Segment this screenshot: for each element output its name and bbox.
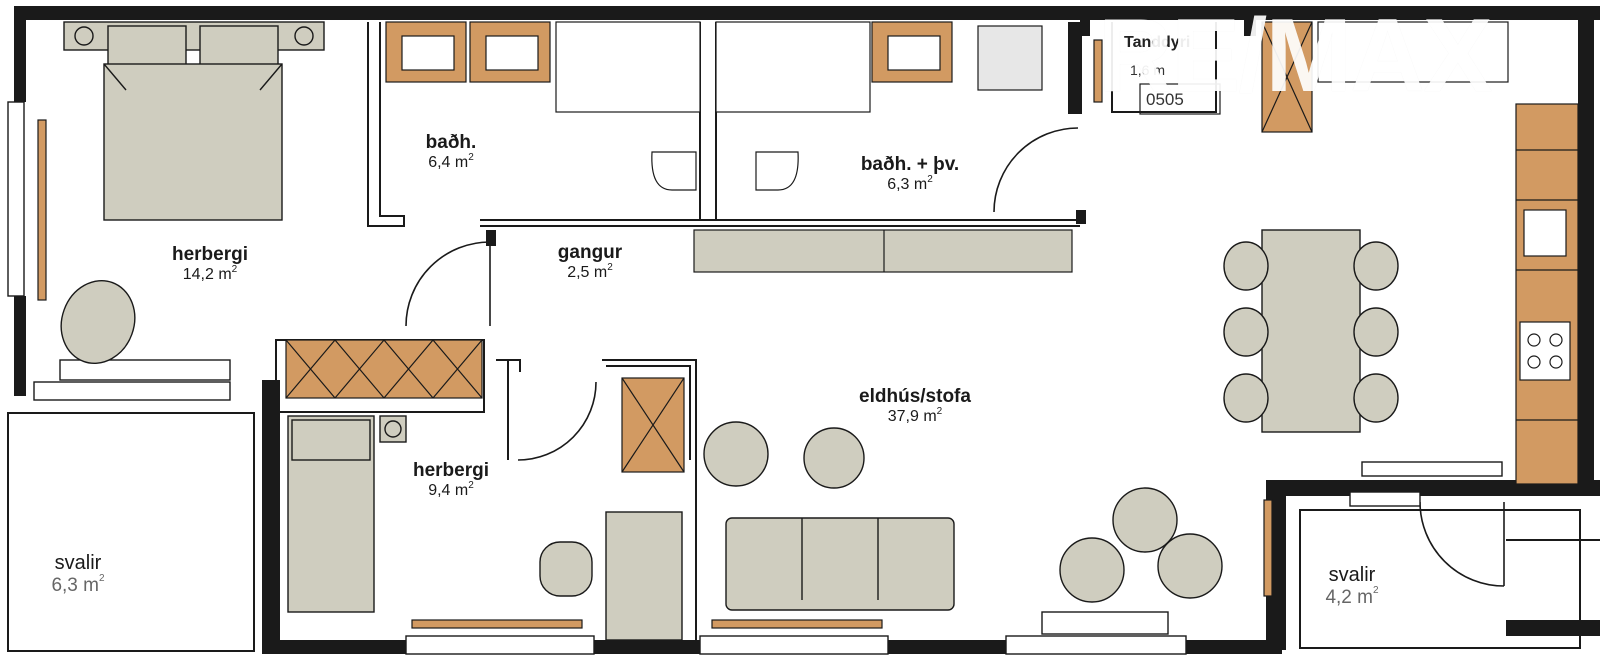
room-bath-2: baðh. + þv. 6,3 m2 (840, 154, 980, 194)
balcony-outlines (7, 412, 1600, 652)
room-area: 37,9 m2 (887, 405, 943, 425)
master-bed (59, 21, 325, 381)
entry-area: 1,6 m (1130, 62, 1166, 78)
wall-fills (486, 6, 1256, 246)
room-bedroom-2: herbergi 9,4 m2 (396, 460, 506, 500)
kitchen-counter (1516, 149, 1578, 421)
room-balcony-right: svalir 4,2 m2 (1302, 564, 1402, 609)
room-hall: gangur 2,5 m2 (530, 242, 650, 282)
room-living: eldhús/stofa 37,9 m2 (840, 386, 990, 426)
unit-code: 0505 (1146, 90, 1184, 109)
room-name: baðh. + þv. (860, 154, 960, 175)
room-master-bedroom: herbergi 14,2 m2 (150, 244, 270, 284)
room-name: eldhús/stofa (859, 386, 971, 407)
dining-set (1223, 229, 1399, 433)
room-area: 9,4 m2 (428, 479, 474, 499)
room-bath-1: baðh. 6,4 m2 (406, 132, 496, 172)
room-area: 4,2 m2 (1325, 585, 1379, 608)
room-name: baðh. (425, 132, 477, 153)
room-name: herbergi (412, 460, 490, 481)
room-area: 6,4 m2 (428, 151, 474, 171)
wood-panels (37, 39, 1579, 629)
storage-cabinets (285, 21, 1509, 473)
room-area: 6,3 m2 (51, 573, 105, 596)
room-name: herbergi (171, 244, 249, 265)
room-area: 2,5 m2 (567, 261, 613, 281)
single-bed (287, 415, 683, 641)
entry-box (1139, 83, 1221, 115)
room-balcony-left: svalir 6,3 m2 (28, 552, 128, 597)
room-area: 14,2 m2 (182, 263, 238, 283)
remax-logo: RE/MAX (1098, 0, 1492, 114)
room-area: 6,3 m2 (887, 173, 933, 193)
bathroom-fixtures (385, 21, 1073, 273)
windows (7, 101, 1503, 655)
room-name: svalir (1328, 564, 1376, 586)
room-name: gangur (557, 242, 623, 263)
living-furniture (703, 421, 1223, 635)
entry-label: Tanddyri (1124, 34, 1191, 51)
door-swings (405, 127, 1505, 587)
room-name: svalir (54, 552, 102, 574)
